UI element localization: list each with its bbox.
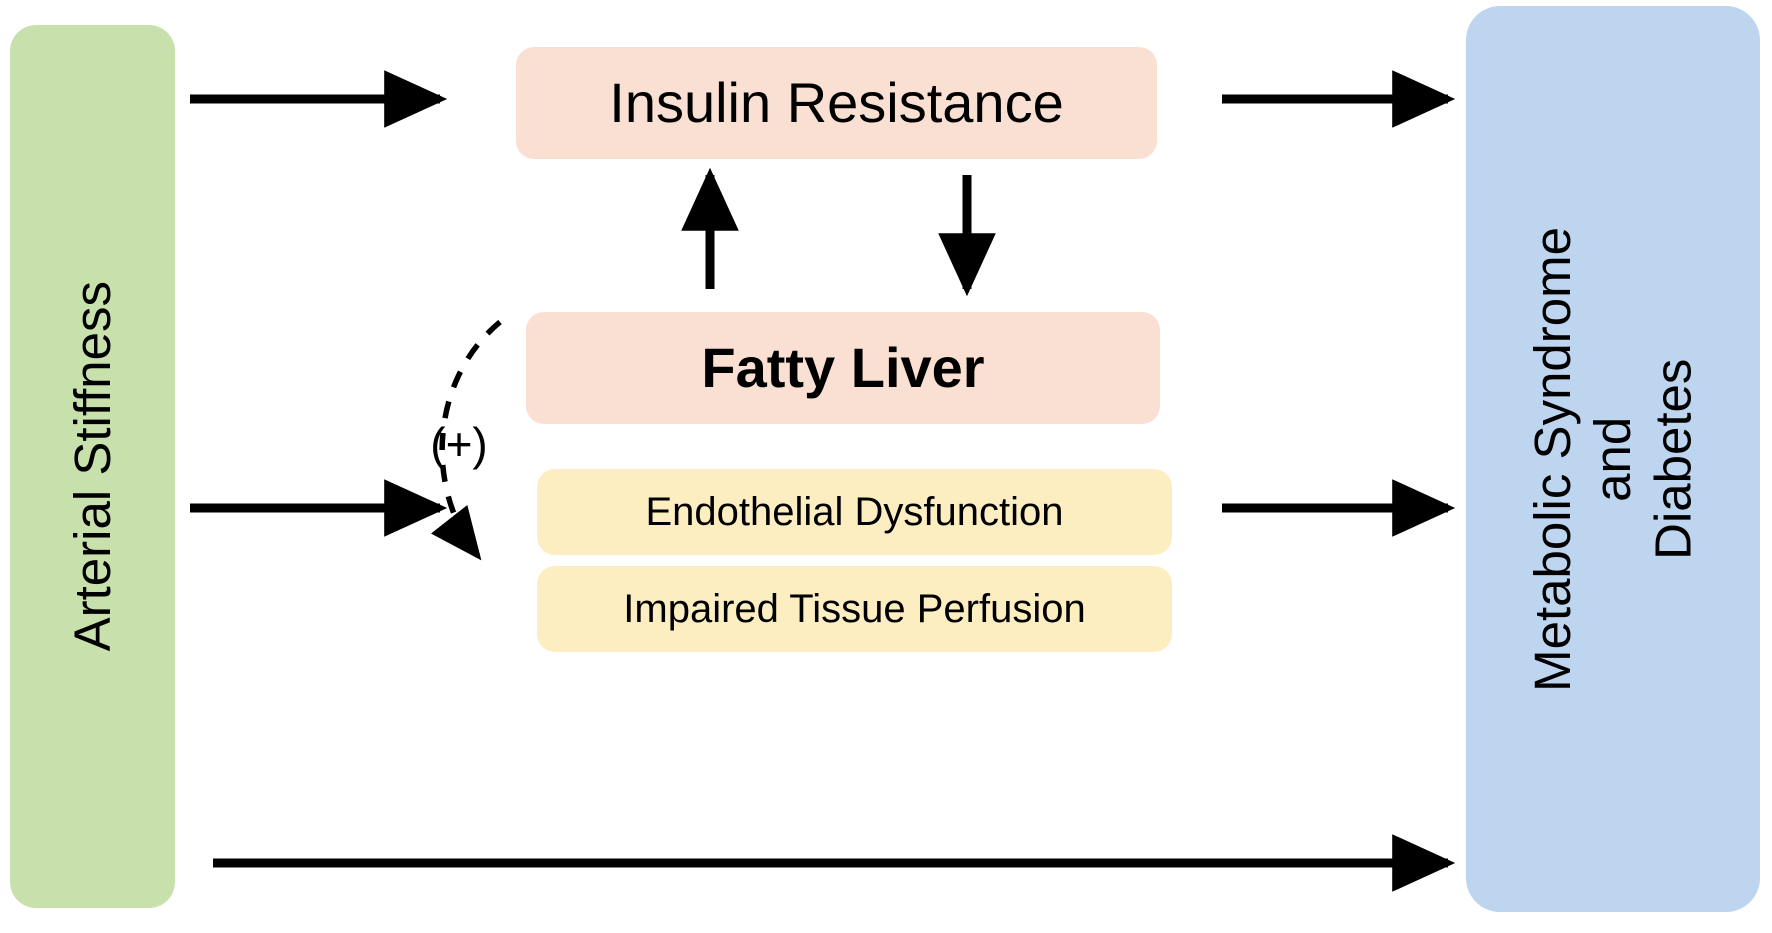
node-metabolic-syndrome-label-line3: Diabetes — [1644, 358, 1702, 560]
node-insulin-resistance-label: Insulin Resistance — [609, 70, 1064, 134]
node-metabolic-syndrome-label: Metabolic Syndrome and Diabetes — [1523, 227, 1704, 692]
node-fatty-liver-label: Fatty Liver — [701, 335, 985, 399]
positive-effect-annotation: (+) — [430, 418, 488, 470]
node-endothelial-dysfunction-label: Endothelial Dysfunction — [645, 489, 1064, 534]
node-impaired-tissue-perfusion[interactable]: Impaired Tissue Perfusion — [537, 566, 1172, 652]
node-arterial-stiffness[interactable]: Arterial Stiffness — [10, 25, 175, 908]
node-impaired-tissue-perfusion-label: Impaired Tissue Perfusion — [623, 586, 1086, 631]
node-metabolic-syndrome[interactable]: Metabolic Syndrome and Diabetes — [1466, 6, 1760, 912]
node-insulin-resistance[interactable]: Insulin Resistance — [516, 47, 1157, 159]
node-endothelial-dysfunction[interactable]: Endothelial Dysfunction — [537, 469, 1172, 555]
node-arterial-stiffness-label: Arterial Stiffness — [63, 281, 121, 652]
node-metabolic-syndrome-label-line1: Metabolic Syndrome — [1523, 226, 1581, 692]
node-metabolic-syndrome-label-line2: and — [1583, 416, 1641, 502]
node-fatty-liver[interactable]: Fatty Liver — [526, 312, 1160, 424]
